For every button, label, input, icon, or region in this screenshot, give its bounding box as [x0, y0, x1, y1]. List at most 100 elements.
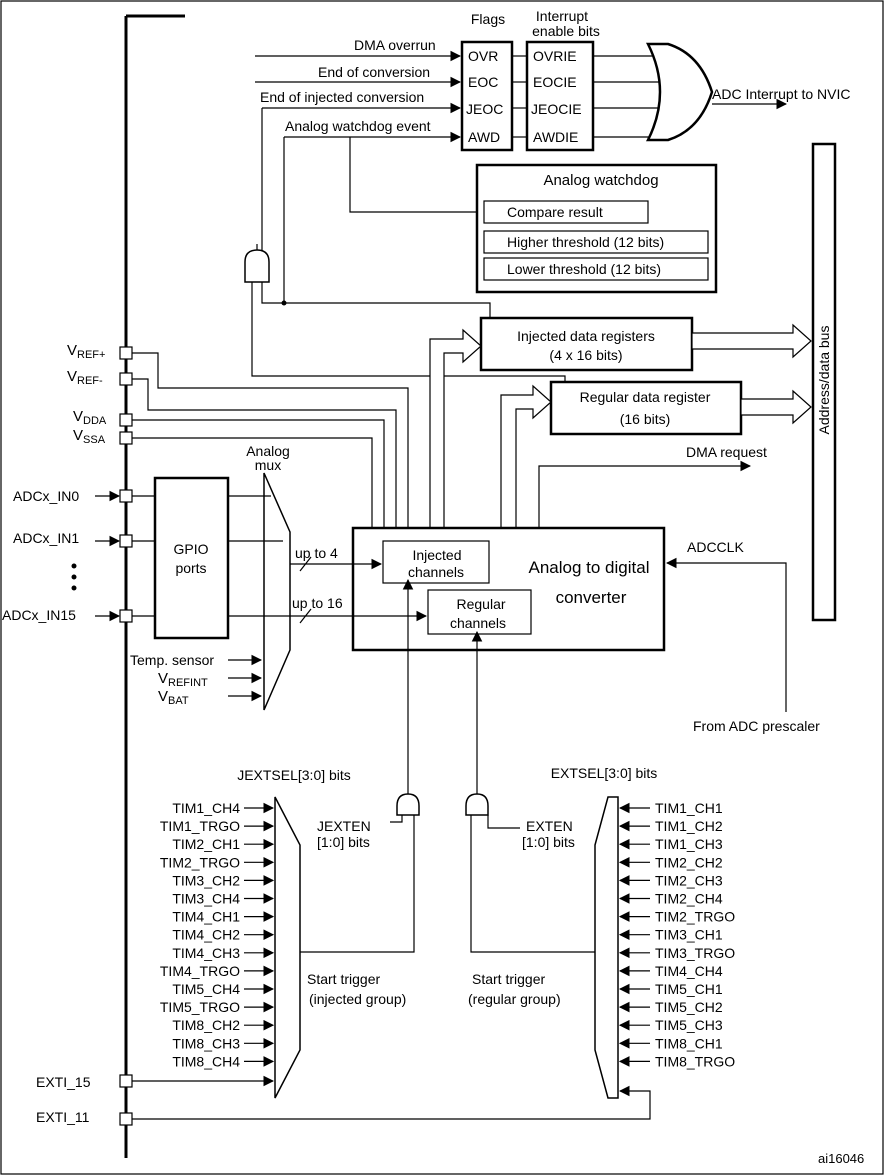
pin-vref-minus: [119, 372, 133, 386]
jextsel-label: JEXTSEL[3:0] bits: [237, 767, 351, 783]
injected-channels-line1: Injected: [412, 547, 461, 563]
awd-bus-line: [261, 282, 491, 318]
injected-trigger-label: TIM5_CH4: [172, 981, 240, 997]
pin-in15: [119, 609, 133, 623]
nvic-label: ADC Interrupt to NVIC: [712, 86, 851, 102]
exti15-label: EXTI_15: [36, 1074, 91, 1090]
regular-trigger-label: TIM1_CH1: [655, 800, 723, 816]
awd-label: Analog watchdog event: [285, 118, 431, 134]
in0-label: ADCx_IN0: [13, 488, 79, 504]
adc-label-line1: Analog to digital: [529, 558, 650, 577]
figure-id: ai16046: [818, 1151, 864, 1166]
injected-trigger-label: TIM4_CH1: [172, 909, 240, 925]
interrupt-title-line2: enable bits: [532, 23, 600, 39]
pin-exti11: [119, 1112, 133, 1126]
regular-channels-line1: Regular: [456, 596, 505, 612]
regular-trigger-label: TIM3_TRGO: [655, 945, 735, 961]
vdda-route: [132, 419, 385, 528]
pin-in0: [119, 489, 133, 503]
injected-trigger-label: TIM5_TRGO: [160, 999, 240, 1015]
pin-in1: [119, 534, 133, 548]
vref-plus-label: VREF+: [67, 342, 105, 361]
injected-trigger-label: TIM3_CH4: [172, 891, 240, 907]
analog-mux: [263, 472, 291, 711]
regular-channels-box: [427, 589, 532, 635]
gpio-line2: ports: [175, 560, 206, 576]
injected-trigger-label: TIM3_CH2: [172, 872, 240, 888]
regular-channels-line2: channels: [450, 615, 506, 631]
trigger-line: [470, 815, 595, 953]
vdda-label: VDDA: [73, 408, 107, 427]
regular-trigger-label: TIM5_CH2: [655, 999, 723, 1015]
regular-trigger-label: TIM1_CH3: [655, 836, 723, 852]
injected-trigger-label: TIM2_TRGO: [160, 854, 240, 870]
prescaler-label: From ADC prescaler: [693, 718, 820, 734]
in15-label: ADCx_IN15: [2, 607, 76, 623]
adc-to-regular-arrow: [500, 384, 552, 531]
regular-register-line1: Regular data register: [580, 389, 711, 405]
flag-awd: AWD: [468, 129, 500, 145]
higher-threshold-box: [483, 230, 709, 254]
vssa-label: VSSA: [73, 427, 106, 446]
ellipsis-dot: [71, 574, 77, 580]
eoc-label: End of conversion: [318, 64, 430, 80]
compare-feedback-line: [349, 137, 484, 213]
extsel-mux: [594, 796, 619, 1099]
in1-label: ADCx_IN1: [13, 530, 79, 546]
exten-bits-line: [487, 815, 520, 829]
vbat-label: VBAT: [158, 688, 189, 707]
dma-request-line: [538, 460, 752, 528]
awd-regular-line: [251, 282, 566, 385]
injected-registers-line2: (4 x 16 bits): [549, 347, 622, 363]
start-regular-line2: (regular group): [468, 991, 561, 1007]
regular-trigger-label: TIM8_CH1: [655, 1035, 723, 1051]
or-gate: [645, 42, 714, 142]
awd-and-gate: [244, 249, 270, 283]
regular-trigger-label: TIM2_TRGO: [655, 909, 735, 925]
regular-trigger-list: TIM1_CH1TIM1_CH2TIM1_CH3TIM2_CH2TIM2_CH3…: [618, 800, 735, 1069]
injected-trigger-list: TIM1_CH4TIM1_TRGOTIM2_CH1TIM2_TRGOTIM3_C…: [160, 800, 275, 1069]
adc-to-injected-arrow: [429, 328, 482, 531]
adcclk-line: [665, 557, 787, 712]
jexten-line1: JEXTEN: [317, 818, 371, 834]
injected-to-bus-arrow: [691, 323, 812, 359]
adcclk-label: ADCCLK: [687, 539, 744, 555]
jexten-bits-line: [390, 815, 403, 823]
start-regular-line1: Start trigger: [472, 971, 545, 987]
exti11-line: [132, 1085, 651, 1120]
vssa-route: [132, 437, 373, 528]
regular-data-register: [549, 380, 743, 436]
compare-result-box: [483, 200, 649, 224]
injected-trigger-label: TIM4_TRGO: [160, 963, 240, 979]
bus-slash-4: [299, 556, 312, 572]
bus-label: Address/data bus: [816, 326, 832, 435]
extsel-label: EXTSEL[3:0] bits: [551, 765, 658, 781]
injected-channels-line2: channels: [408, 564, 464, 580]
compare-result-label: Compare result: [507, 204, 603, 220]
injected-registers-line1: Injected data registers: [517, 328, 655, 344]
flag-eoc: EOC: [468, 74, 498, 90]
regular-trigger-label: TIM2_CH2: [655, 854, 723, 870]
bit-eocie: EOCIE: [533, 74, 577, 90]
regular-trigger-label: TIM2_CH3: [655, 872, 723, 888]
jexten-and-gate: [396, 793, 420, 816]
regular-trigger-label: TIM8_TRGO: [655, 1053, 735, 1069]
lower-threshold-box: [483, 257, 709, 281]
adc-label-line2: converter: [556, 588, 627, 607]
flag-jeoc: JEOC: [466, 101, 503, 117]
injected-trigger-label: TIM2_CH1: [172, 836, 240, 852]
jexten-line2: [1:0] bits: [317, 834, 370, 850]
bus-slash-16: [299, 608, 312, 624]
flags-title: Flags: [471, 11, 505, 27]
injected-trigger-label: TIM1_CH4: [172, 800, 240, 816]
jeoc-label: End of injected conversion: [260, 89, 424, 105]
vrefint-label: VREFINT: [158, 670, 208, 689]
regular-trigger-label: TIM5_CH1: [655, 981, 723, 997]
injected-channels-box: [382, 540, 490, 584]
bit-jeocie: JEOCIE: [531, 101, 582, 117]
mux-label-line2: mux: [255, 457, 281, 473]
exten-line2: [1:0] bits: [522, 834, 575, 850]
injected-trigger-label: TIM4_CH2: [172, 927, 240, 943]
address-data-bus: [811, 142, 837, 622]
